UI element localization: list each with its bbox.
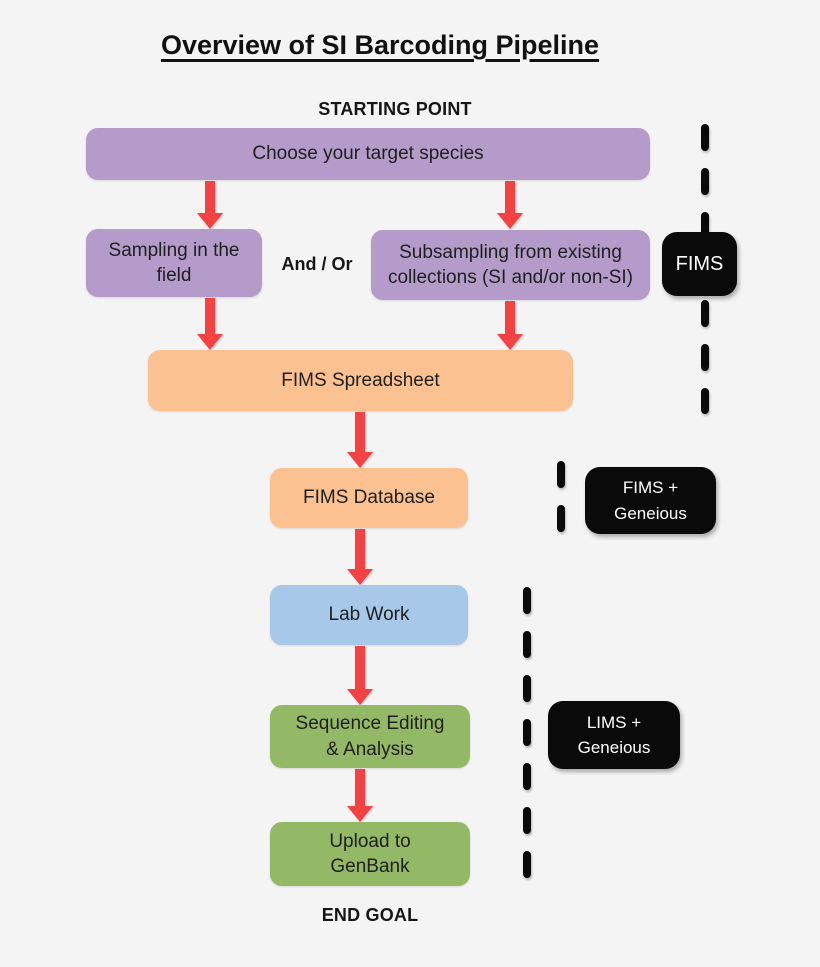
page-title: Overview of SI Barcoding Pipeline bbox=[160, 30, 600, 60]
node-label: Sampling in the field bbox=[108, 239, 240, 286]
badge-label: LIMS + Geneious bbox=[577, 712, 651, 758]
down-arrow bbox=[347, 769, 373, 822]
badge-label: FIMS bbox=[675, 252, 724, 275]
arrow-shaft bbox=[355, 529, 365, 570]
node-fims-database: FIMS Database bbox=[270, 468, 468, 528]
and-or-label: And / Or bbox=[281, 254, 353, 274]
down-arrow bbox=[497, 181, 523, 229]
arrow-head bbox=[347, 569, 373, 585]
arrow-shaft bbox=[355, 412, 365, 453]
node-label: Subsampling from existing collections (S… bbox=[387, 241, 633, 288]
node-label: Choose your target species bbox=[252, 143, 484, 165]
node-subsampling-existing-collections: Subsampling from existing collections (S… bbox=[371, 230, 650, 300]
arrow-shaft bbox=[505, 181, 515, 214]
node-sequence-editing-analysis: Sequence Editing & Analysis bbox=[270, 705, 470, 768]
node-fims-spreadsheet: FIMS Spreadsheet bbox=[148, 350, 573, 411]
arrow-head bbox=[497, 213, 523, 229]
arrow-shaft bbox=[205, 181, 215, 214]
down-arrow bbox=[197, 181, 223, 229]
badge-label: FIMS + Geneious bbox=[614, 478, 687, 523]
node-upload-to-genbank: Upload to GenBank bbox=[270, 822, 470, 886]
down-arrow bbox=[347, 646, 373, 705]
node-label: FIMS Spreadsheet bbox=[281, 369, 440, 391]
arrow-shaft bbox=[505, 301, 515, 335]
starting-point-label: STARTING POINT bbox=[318, 99, 472, 119]
node-label: Sequence Editing & Analysis bbox=[295, 713, 445, 760]
arrow-head bbox=[197, 213, 223, 229]
node-lab-work: Lab Work bbox=[270, 585, 468, 645]
arrow-shaft bbox=[355, 769, 365, 807]
down-arrow bbox=[347, 412, 373, 468]
node-sampling-in-field: Sampling in the field bbox=[86, 229, 262, 297]
down-arrow bbox=[347, 529, 373, 585]
arrow-shaft bbox=[355, 646, 365, 690]
arrow-head bbox=[347, 452, 373, 468]
phase-badge-fims: FIMS bbox=[662, 232, 737, 296]
node-choose-target-species: Choose your target species bbox=[86, 128, 650, 180]
node-label: Lab Work bbox=[328, 604, 410, 626]
arrow-shaft bbox=[205, 298, 215, 335]
node-label: Upload to GenBank bbox=[329, 830, 411, 877]
end-goal-label: END GOAL bbox=[321, 905, 419, 925]
arrow-head bbox=[497, 334, 523, 350]
node-label: FIMS Database bbox=[303, 487, 435, 509]
arrow-head bbox=[197, 334, 223, 350]
arrow-head bbox=[347, 806, 373, 822]
phase-badge-fims-geneious: FIMS + Geneious bbox=[585, 467, 716, 534]
down-arrow bbox=[497, 301, 523, 350]
down-arrow bbox=[197, 298, 223, 350]
phase-badge-lims-geneious: LIMS + Geneious bbox=[548, 701, 680, 769]
arrow-head bbox=[347, 689, 373, 705]
